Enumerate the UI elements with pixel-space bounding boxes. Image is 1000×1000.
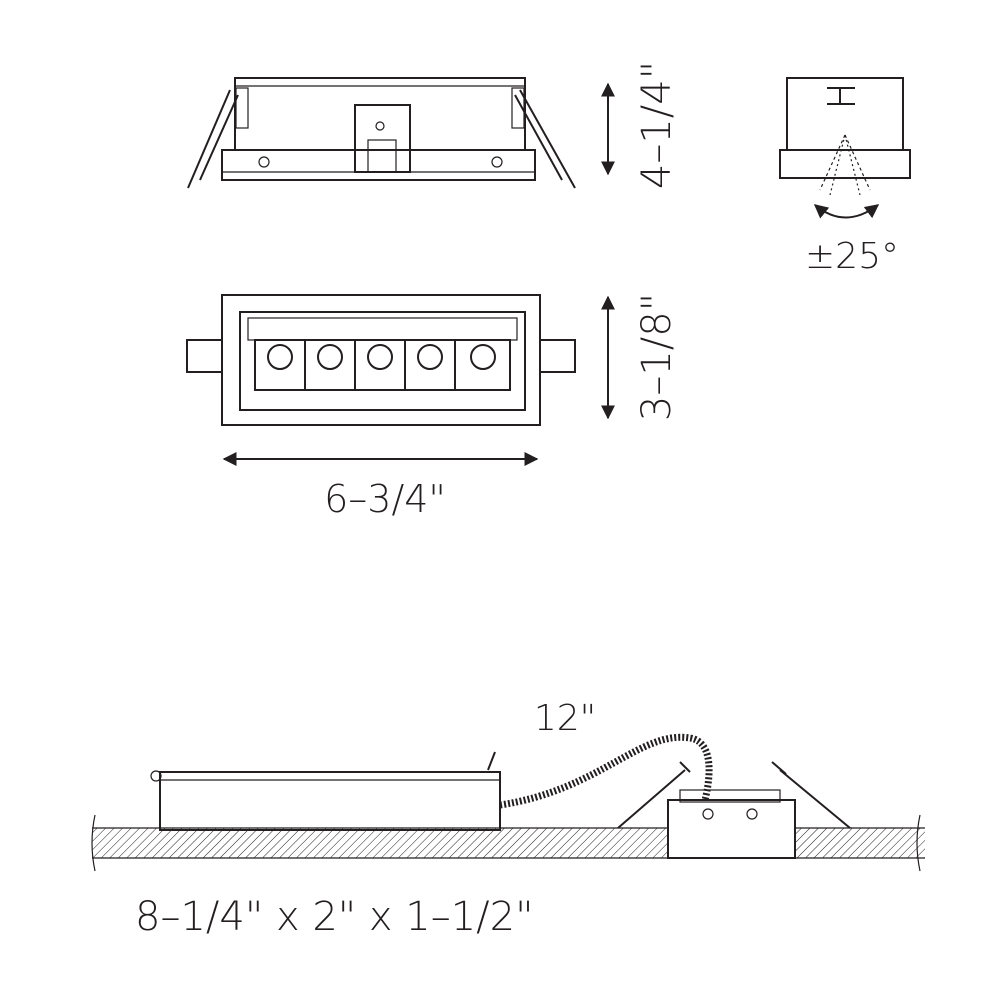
installation-view (91, 733, 925, 872)
junction-box (667, 799, 796, 859)
cable-length-label: 12" (534, 698, 596, 739)
driver-box (159, 771, 501, 831)
driver-box-dimensions-label: 8–1/4" x 2" x 1–1/2" (135, 894, 534, 940)
led-cells (254, 339, 511, 391)
width-front-label: 6–3/4" (324, 477, 446, 521)
height-front-label: 3–1/8" (634, 293, 680, 421)
side-view-fixture (187, 77, 576, 189)
tilt-angle-label: ±25° (805, 236, 899, 277)
end-view-fixture (779, 77, 911, 219)
height-side-label: 4–1/4" (634, 61, 680, 189)
cable (499, 733, 713, 809)
front-view-fixture (186, 294, 576, 426)
